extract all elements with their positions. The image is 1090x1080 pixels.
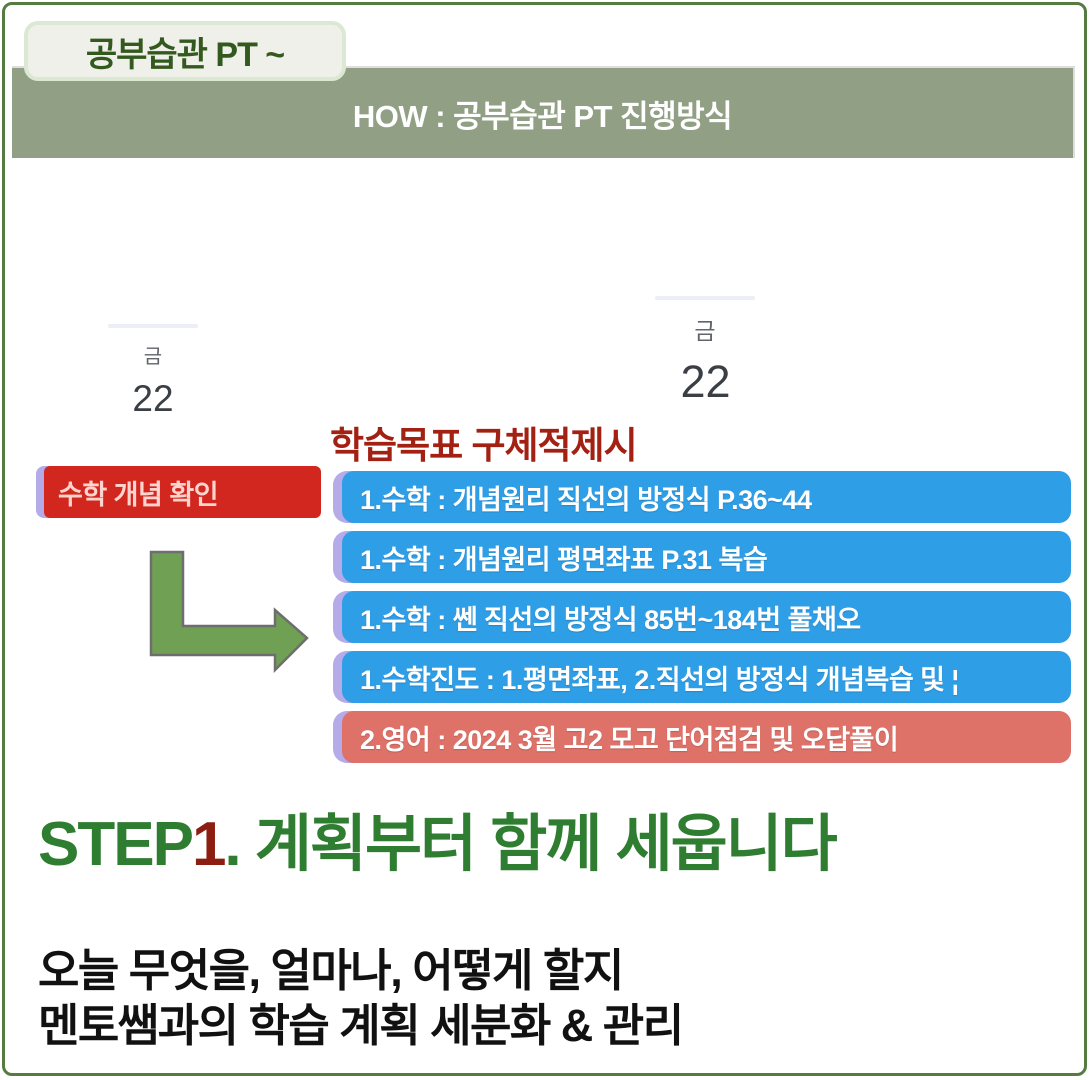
goal-bar-english: 2.영어 : 2024 3월 고2 모고 단어점검 및 오답풀이 xyxy=(333,711,1071,763)
banner: HOW : 공부습관 PT 진행방식 xyxy=(12,66,1075,158)
goal-bar: 1.수학 : 개념원리 평면좌표 P.31 복습 xyxy=(333,531,1071,583)
step-heading-prefix: STEP xyxy=(38,810,194,879)
calendar-weekday-left: 금 xyxy=(143,346,163,368)
title-badge-label: 공부습관 PT ~ xyxy=(85,35,285,74)
calendar-date-left: 22 xyxy=(132,378,174,419)
goal-bar-label: 1.수학진도 : 1.평면좌표, 2.직선의 방정식 개념복습 및 ¦ xyxy=(342,651,1071,703)
calendar-date-right: 22 xyxy=(680,356,731,407)
calendar-divider-left xyxy=(108,324,198,328)
step-heading-rest: . 계획부터 함께 세웁니다 xyxy=(224,810,837,879)
goal-bar-label: 1.수학 : 쎈 직선의 방정식 85번~184번 풀채오 xyxy=(342,591,1071,643)
step-heading-number: 1 xyxy=(191,810,227,879)
goal-bar-label: 1.수학 : 개념원리 직선의 방정식 P.36~44 xyxy=(342,471,1071,523)
step-heading: STEP1. 계획부터 함께 세웁니다 xyxy=(38,793,838,883)
calendar-weekday-right: 금 xyxy=(694,318,716,344)
goal-heading: 학습목표 구체적제시 xyxy=(330,425,638,466)
goal-bar: 1.수학진도 : 1.평면좌표, 2.직선의 방정식 개념복습 및 ¦ xyxy=(333,651,1071,703)
goal-bar: 1.수학 : 개념원리 직선의 방정식 P.36~44 xyxy=(333,471,1071,523)
banner-title: HOW : 공부습관 PT 진행방식 xyxy=(352,98,733,134)
math-concept-event-label: 수학 개념 확인 xyxy=(44,466,321,518)
calendar-divider-right xyxy=(655,296,755,300)
goal-bar-label: 1.수학 : 개념원리 평면좌표 P.31 복습 xyxy=(342,531,1071,583)
math-concept-event: 수학 개념 확인 xyxy=(36,466,321,518)
title-badge: 공부습관 PT ~ xyxy=(24,21,346,81)
goal-bar-label: 2.영어 : 2024 3월 고2 모고 단어점검 및 오답풀이 xyxy=(342,711,1071,763)
goal-bar: 1.수학 : 쎈 직선의 방정식 85번~184번 풀채오 xyxy=(333,591,1071,643)
description-line-1: 오늘 무엇을, 얼마나, 어떻게 할지 xyxy=(38,945,624,996)
description-line-2: 멘토쌤과의 학습 계획 세분화 & 관리 xyxy=(38,1000,684,1051)
elbow-arrow-right-icon xyxy=(128,528,328,683)
